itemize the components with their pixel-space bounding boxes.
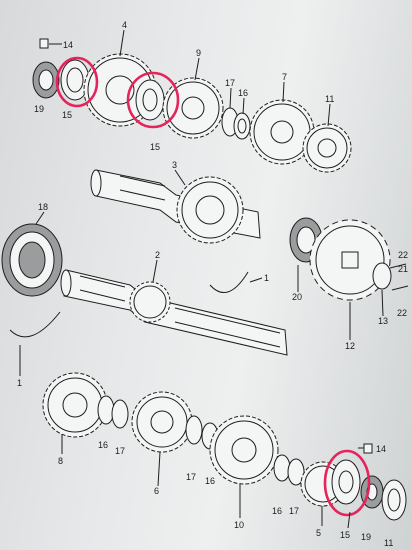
label-part-21: 21 bbox=[398, 264, 408, 274]
label-gear-7: 7 bbox=[282, 72, 287, 82]
label-part-16-top: 16 bbox=[238, 88, 248, 98]
label-part-17-right: 17 bbox=[289, 506, 299, 516]
label-part-14-top: 14 bbox=[63, 40, 73, 50]
label-gear-6: 6 bbox=[154, 486, 159, 496]
label-gear-11-bottom: 11 bbox=[384, 538, 393, 548]
label-part-17-top: 17 bbox=[225, 78, 235, 88]
label-gear-9: 9 bbox=[196, 48, 201, 58]
highlight-circle-top-mid bbox=[126, 71, 180, 129]
label-part-16-mid: 16 bbox=[205, 476, 215, 486]
highlight-circle-bottom bbox=[323, 449, 371, 517]
mainshaft-2 bbox=[60, 269, 288, 356]
label-mainshaft-2: 2 bbox=[155, 250, 160, 260]
part-15-bottom bbox=[331, 459, 361, 505]
part-14-bottom bbox=[358, 443, 373, 454]
gear-10 bbox=[209, 415, 279, 485]
circlip-1-left bbox=[9, 311, 61, 338]
label-part-17-left: 17 bbox=[115, 446, 125, 456]
gear-6 bbox=[131, 391, 193, 453]
highlight-circle-top-left bbox=[55, 56, 99, 108]
label-part-19-top: 19 bbox=[34, 104, 44, 114]
label-part-15-bottom: 15 bbox=[340, 530, 350, 540]
leader-lines bbox=[19, 29, 384, 529]
bolts-22 bbox=[389, 263, 409, 291]
label-sprocket-12: 12 bbox=[345, 341, 355, 351]
label-part-16-left: 16 bbox=[98, 440, 108, 450]
part-15-mid bbox=[135, 79, 165, 121]
part-number-labels: 14 19 15 4 15 9 17 16 7 11 3 18 2 1 20 1… bbox=[17, 20, 408, 548]
gear-9 bbox=[162, 77, 224, 139]
label-circlip-1-left: 1 bbox=[17, 378, 22, 388]
countershaft-3 bbox=[90, 169, 261, 244]
label-gear-10: 10 bbox=[234, 520, 244, 530]
label-bolt-22-top: 22 bbox=[398, 250, 408, 260]
label-part-20: 20 bbox=[292, 292, 302, 302]
part-16-17-right bbox=[273, 454, 305, 486]
label-gear-8: 8 bbox=[58, 456, 63, 466]
label-part-15-mid: 15 bbox=[150, 142, 160, 152]
gear-8 bbox=[42, 372, 108, 438]
part-19-top bbox=[32, 61, 60, 99]
label-part-16-right: 16 bbox=[272, 506, 282, 516]
part-16-17-left bbox=[97, 395, 129, 429]
circlip-1-right bbox=[209, 271, 249, 294]
label-part-14-bottom: 14 bbox=[376, 444, 386, 454]
label-gear-4: 4 bbox=[122, 20, 127, 30]
label-bearing-18: 18 bbox=[38, 202, 48, 212]
label-part-19-bottom: 19 bbox=[361, 532, 371, 542]
label-countershaft-3: 3 bbox=[172, 160, 177, 170]
part-16-top bbox=[233, 112, 251, 140]
gear-11-bottom bbox=[381, 479, 407, 521]
label-bolt-22-bottom: 22 bbox=[397, 308, 407, 318]
label-gear-11-top: 11 bbox=[325, 94, 334, 104]
gear-11-top bbox=[302, 123, 352, 173]
bearing-18 bbox=[1, 223, 63, 297]
label-gear-5: 5 bbox=[316, 528, 321, 538]
part-13 bbox=[372, 262, 392, 290]
label-part-13: 13 bbox=[378, 316, 388, 326]
sprocket-12 bbox=[309, 219, 391, 301]
part-14-top bbox=[39, 38, 60, 49]
label-part-17-mid: 17 bbox=[186, 472, 196, 482]
label-part-15-top: 15 bbox=[62, 110, 72, 120]
label-circlip-1-right: 1 bbox=[264, 273, 269, 283]
